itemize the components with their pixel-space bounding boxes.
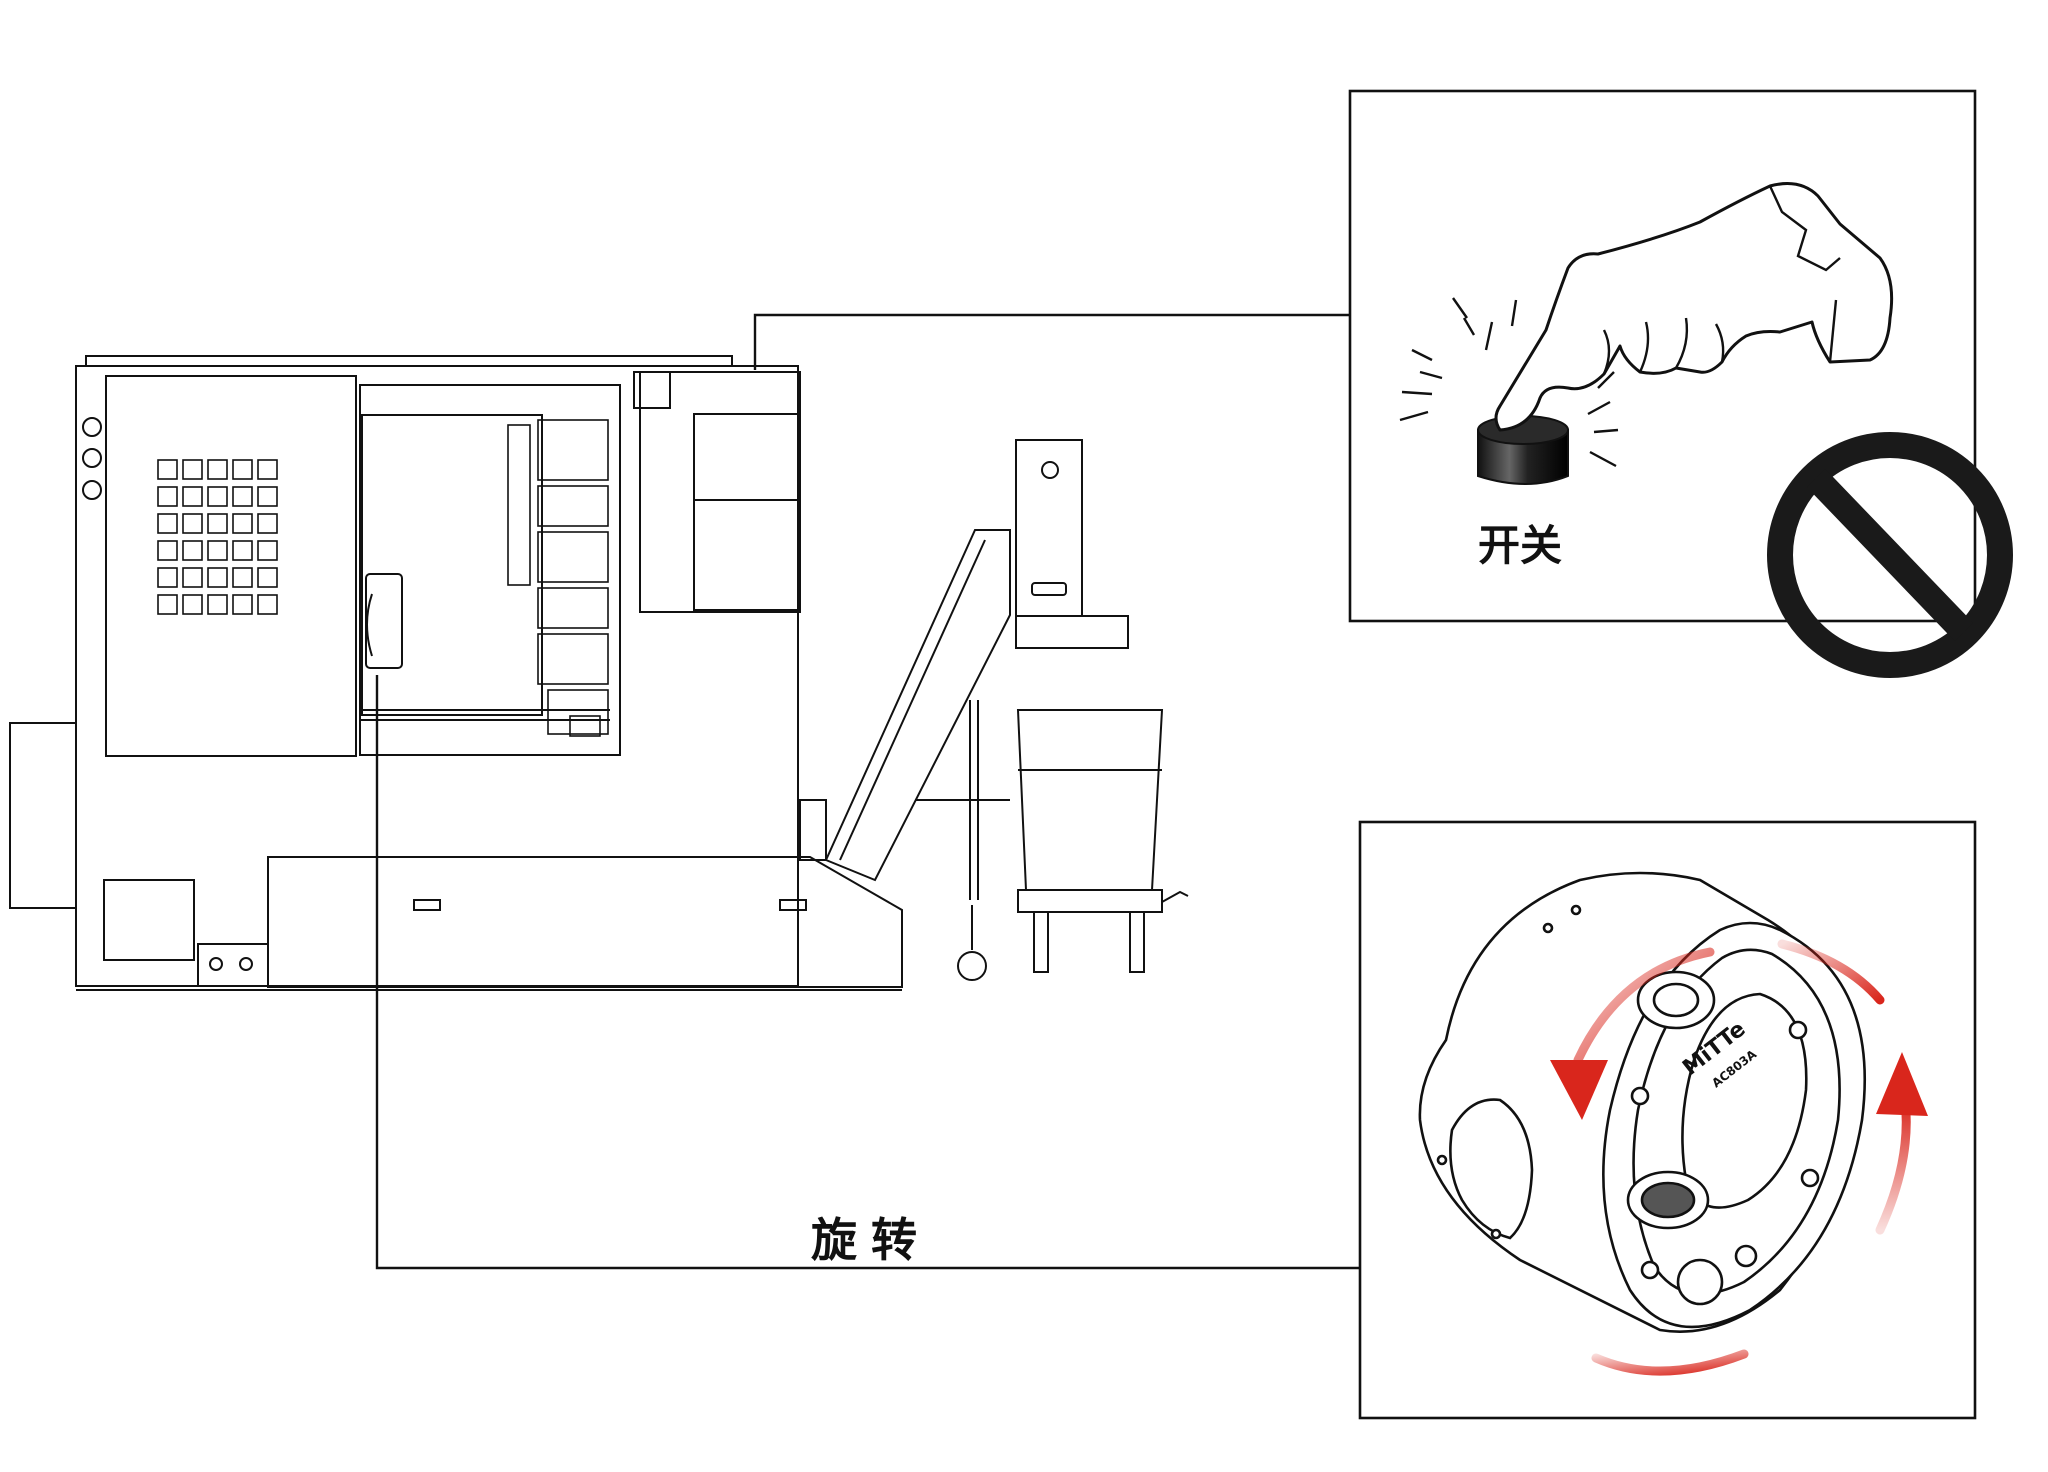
probe-device bbox=[1418, 871, 1866, 1333]
lathe-side-box bbox=[9, 722, 77, 909]
chip-cart bbox=[1016, 709, 1189, 973]
control-knob bbox=[82, 448, 102, 468]
power-socket bbox=[197, 943, 269, 987]
prohibition-icon bbox=[1767, 432, 2013, 678]
tool-turret bbox=[507, 419, 609, 737]
control-knob bbox=[82, 417, 102, 437]
rotation-arrows-icon bbox=[1550, 939, 1928, 1376]
lathe-bed bbox=[267, 856, 799, 988]
access-panel bbox=[103, 879, 195, 961]
hand-press-icon bbox=[1494, 182, 1894, 432]
lathe-housing bbox=[75, 365, 799, 987]
rotation-arrow-left bbox=[1573, 947, 1715, 1065]
caster-wheel bbox=[957, 951, 987, 981]
hand-detail-lines bbox=[1602, 185, 1841, 375]
spindle-chuck bbox=[365, 573, 403, 669]
connector-to-switch-panel bbox=[753, 313, 1350, 370]
rotation-panel: MiTTe AC803A bbox=[1358, 820, 1977, 1420]
control-panel-door bbox=[105, 375, 357, 757]
switch-warning-panel bbox=[1348, 89, 2013, 678]
cnc-lathe bbox=[9, 355, 903, 991]
impact-lines bbox=[1399, 297, 1619, 468]
connector-lines bbox=[375, 313, 1360, 1270]
switch-label: 开关 bbox=[1478, 521, 1563, 570]
rotation-arrow-top bbox=[1777, 939, 1885, 1005]
connector-to-rotation-panel bbox=[375, 675, 1360, 1270]
rotate-label: 旋转 bbox=[811, 1213, 931, 1267]
machining-chamber bbox=[359, 384, 621, 756]
control-knob bbox=[82, 480, 102, 500]
electrical-cabinet bbox=[639, 371, 801, 613]
control-keypad bbox=[157, 459, 278, 615]
chip-conveyor bbox=[824, 439, 1129, 981]
push-button-icon bbox=[1477, 415, 1569, 485]
rotation-arrow-bottom bbox=[1591, 1349, 1749, 1376]
